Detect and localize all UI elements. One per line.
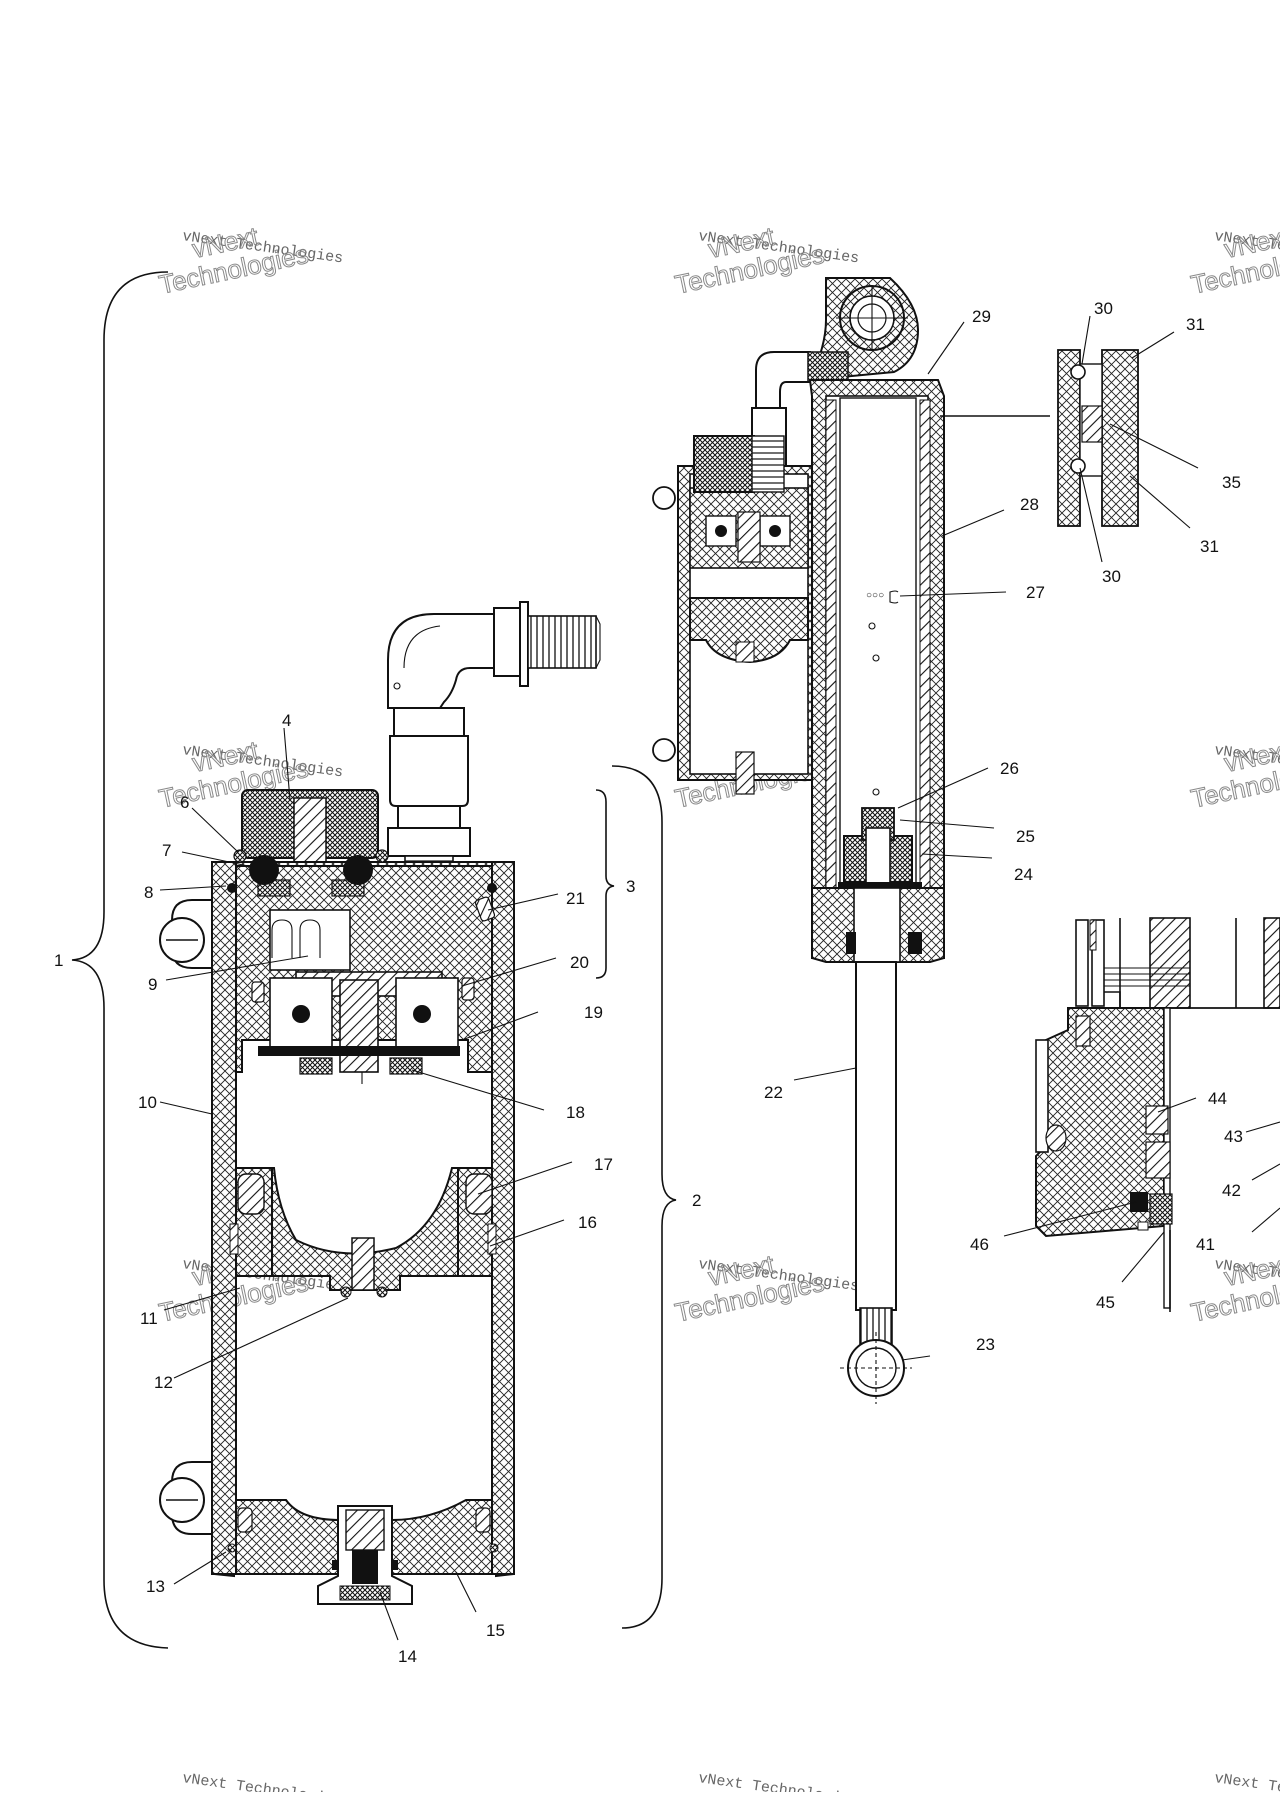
callout-45: 45: [1096, 1293, 1115, 1312]
callout-25: 25: [1016, 827, 1035, 846]
callout-18: 18: [566, 1103, 585, 1122]
callout-28: 28: [1020, 495, 1039, 514]
callout-13: 13: [146, 1577, 165, 1596]
callout-30-top: 30: [1094, 299, 1113, 318]
brace-3: [595, 789, 615, 979]
callout-21: 21: [566, 889, 585, 908]
callout-20: 20: [570, 953, 589, 972]
callout-19: 19: [584, 1003, 603, 1022]
callout-35: 35: [1222, 473, 1241, 492]
callout-11: 11: [140, 1309, 158, 1328]
callout-labels: 1 2 3 4 6 7 8 9 10 11 12 13 14 15 16 17 …: [54, 299, 1243, 1666]
watermark: vNext Technologies: [1213, 1770, 1280, 1797]
valve-plug: [351, 1237, 375, 1291]
callout-12: 12: [154, 1373, 173, 1392]
callout-31-bottom: 31: [1200, 537, 1219, 556]
callout-9: 9: [148, 975, 157, 994]
callout-44: 44: [1208, 1089, 1227, 1108]
watermark: vNext Technologies: [181, 1770, 344, 1797]
callout-46: 46: [970, 1235, 989, 1254]
callout-27: 27: [1026, 583, 1045, 602]
shim-stack: [299, 1057, 333, 1075]
callout-17: 17: [594, 1155, 613, 1174]
svg-text:○○○: ○○○: [866, 590, 884, 601]
callout-8: 8: [144, 883, 153, 902]
svg-text:vNext Technologies: vNext Technologies: [1213, 1770, 1280, 1792]
elbow-nut: [493, 607, 521, 677]
callout-24: 24: [1014, 865, 1033, 884]
watermark: vNext Technologies: [697, 1770, 860, 1797]
callout-29: 29: [972, 307, 991, 326]
callout-42: 42: [1222, 1181, 1241, 1200]
svg-text:vNext Technologies: vNext Technologies: [181, 1770, 344, 1792]
svg-text:vNext Technologies: vNext Technologies: [697, 1770, 860, 1792]
brace-1: [71, 271, 169, 1649]
callout-31-top: 31: [1186, 315, 1205, 334]
callout-10: 10: [138, 1093, 157, 1112]
callout-3: 3: [626, 877, 635, 896]
callout-6: 6: [180, 793, 189, 812]
callout-1: 1: [54, 951, 63, 970]
callout-16: 16: [578, 1213, 597, 1232]
callout-2: 2: [692, 1191, 701, 1210]
callout-4: 4: [282, 711, 291, 730]
callout-7: 7: [162, 841, 171, 860]
callout-22: 22: [764, 1083, 783, 1102]
seal-detail: [1035, 917, 1280, 1312]
callout-23: 23: [976, 1335, 995, 1354]
assembly-braces: [71, 271, 677, 1649]
hose-barb: [527, 615, 597, 669]
callout-30-bottom: 30: [1102, 567, 1121, 586]
oring-7b: [343, 855, 373, 885]
reservoir-assembly: [159, 601, 601, 1605]
oring-7a: [249, 855, 279, 885]
callout-26: 26: [1000, 759, 1019, 778]
elbow-fitting: [387, 613, 501, 709]
leader-lines: [159, 315, 1280, 1641]
bushing-detail: [1057, 349, 1139, 527]
callout-15: 15: [486, 1621, 505, 1640]
shaft: [855, 961, 897, 1311]
brace-2: [611, 765, 677, 1629]
callout-14: 14: [398, 1647, 417, 1666]
shock-body-assembly: ○○○: [652, 277, 1050, 1404]
callout-41: 41: [1196, 1235, 1215, 1254]
callout-43: 43: [1224, 1127, 1243, 1146]
